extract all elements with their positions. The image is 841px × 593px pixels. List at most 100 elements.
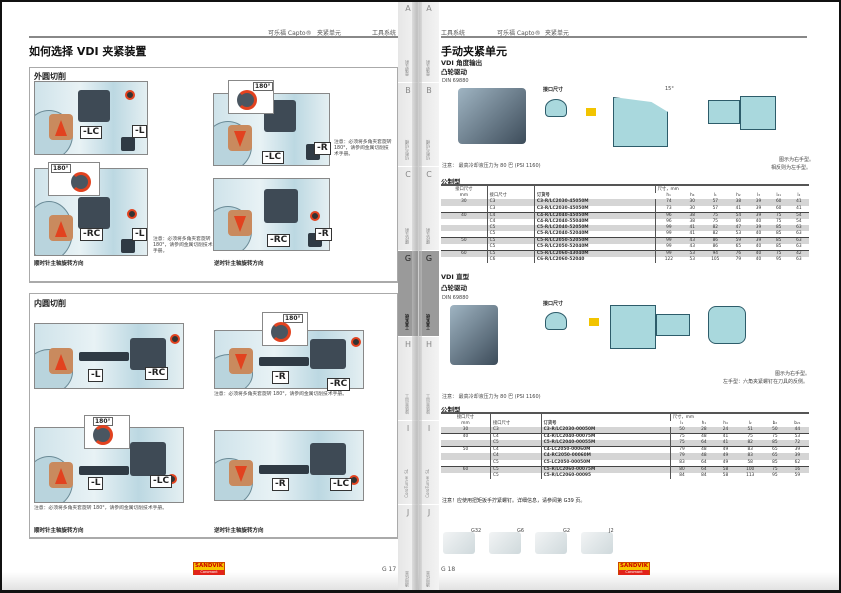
cell: 99 [654, 250, 683, 258]
page-reference[interactable]: J2 [609, 528, 614, 534]
cell: 57 [702, 199, 729, 206]
label-l: -L [88, 477, 104, 490]
cell: 60 [735, 218, 742, 224]
front-view-drawing [740, 96, 776, 130]
coolant-note: 注意： 最高冷却液压力为 80 巴 (PSI 1160) [442, 394, 541, 400]
table2-title: 公制型 [441, 406, 461, 414]
cell: 75 [669, 440, 694, 447]
cell: 80 [669, 465, 694, 473]
front-view-drawing [708, 306, 746, 344]
clamping-unit-icon[interactable] [489, 532, 521, 554]
cell: 30 [689, 205, 695, 211]
cell: 41 [714, 433, 737, 441]
cell: 54 [728, 211, 749, 219]
rotate-arrow-icon [237, 90, 257, 110]
order-code: C4-RC2050-00060M [540, 453, 671, 460]
shank-drawing [708, 100, 740, 124]
label-lc: -LC [330, 478, 353, 491]
cell: 39 [755, 205, 762, 211]
cell: 40 [755, 231, 762, 237]
fig-note-2: 左手型：六角夹紧螺钉在刀具的反侧。 [723, 379, 809, 385]
page-reference[interactable]: G2 [563, 528, 571, 534]
cell: 28 [693, 427, 715, 434]
toolholder-icon[interactable] [581, 532, 613, 554]
section1-drive: 凸轮驱动 [441, 68, 467, 76]
cell: 53 [689, 257, 695, 263]
cell: 58 [714, 465, 737, 473]
cell: 49 [714, 446, 737, 454]
label-r: -R [315, 228, 332, 241]
cell: C5 [489, 440, 542, 447]
th-dim: l₂ [797, 193, 801, 199]
header-rule [29, 36, 398, 38]
cell: C3 [486, 205, 535, 213]
fig-note-1: 图示为右手型。 [779, 157, 815, 163]
label-rc: -RC [267, 234, 291, 247]
cell: 64 [693, 465, 715, 473]
order-code: C4-LC2050-00060M [540, 446, 671, 454]
order-code: C4-R/LC2040-55040M [533, 218, 656, 225]
page-reference[interactable]: G6 [517, 528, 525, 534]
cell: 41 [689, 231, 695, 237]
internal-cutting-box [29, 293, 398, 539]
cell: 85 [768, 237, 789, 245]
tab-letter: A [426, 4, 432, 13]
cell: 79 [669, 453, 694, 460]
label-rc: -RC [80, 228, 104, 241]
cell: 43 [682, 237, 703, 245]
cell: 75 [712, 218, 719, 224]
cell: 53 [735, 231, 742, 237]
header-toolsystem: 工具系统 [372, 30, 397, 37]
torque-note: 注意！应使用扭矩扳手拧紧螺钉。详细信息，请参阅第 G39 页。 [442, 498, 586, 504]
th-dim: h₄ [723, 421, 728, 427]
cell: 24 [714, 427, 737, 434]
header-clamping: 夹紧单元 [317, 30, 342, 37]
tab-letter: B [426, 86, 432, 95]
angled-clamping-unit-image [458, 88, 526, 144]
cell: 84 [701, 472, 707, 478]
header-rule [441, 36, 807, 38]
rotate-arrow-icon [71, 172, 91, 192]
cell: 44 [785, 427, 809, 434]
order-code: C5-R/LC2050-52050M [533, 237, 656, 245]
th-coupling: 接口尺寸 [489, 421, 542, 428]
th-size: 尺寸，mm [654, 184, 809, 193]
cell: 39 [748, 224, 769, 232]
tools-icon[interactable] [535, 532, 567, 554]
cell: 76 [728, 250, 749, 258]
angle-label: 15° [665, 86, 674, 92]
cell: 30 [682, 199, 703, 206]
page-number: G 17 [382, 566, 397, 573]
cell: 100 [736, 465, 765, 473]
label-l: -L [132, 228, 148, 241]
table1-title: 公制型 [441, 178, 461, 186]
cell: 40 [441, 211, 488, 219]
wrench-icon[interactable] [443, 532, 475, 554]
cell: 99 [654, 244, 683, 251]
tab-letter: I [406, 424, 410, 433]
page-reference[interactable]: G32 [471, 528, 482, 534]
tab-letter: J [427, 508, 431, 517]
cell: 75 [768, 250, 789, 258]
side-view-drawing [610, 305, 656, 349]
cell: 75 [775, 218, 782, 224]
cell: 99 [654, 231, 683, 238]
